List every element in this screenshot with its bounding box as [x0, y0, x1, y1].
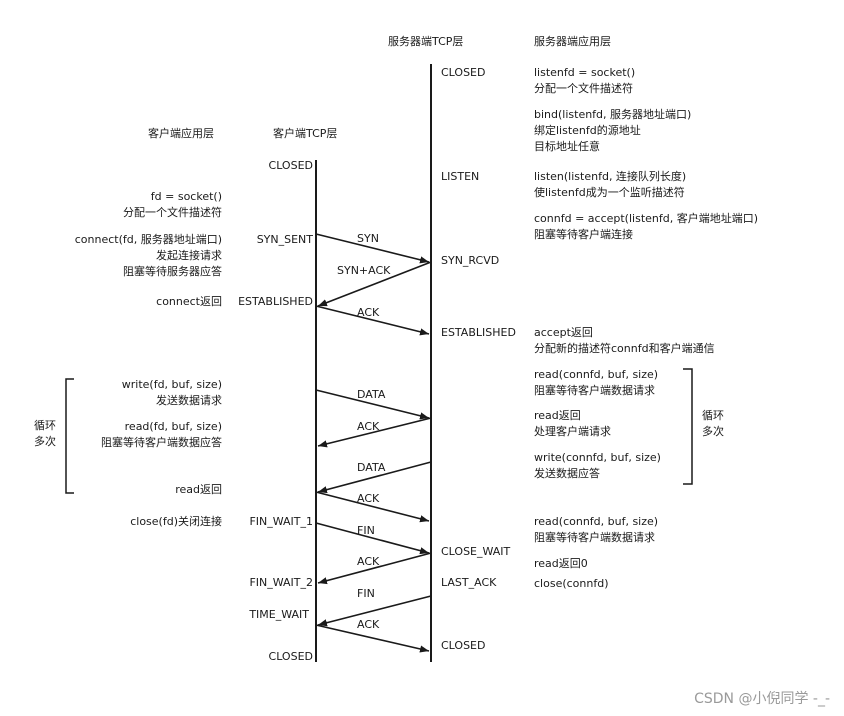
left-loop-label: 循环 多次 [34, 419, 56, 448]
arrow-data-1 [315, 389, 430, 420]
arrow-ack-1 [317, 417, 432, 448]
message-ack-3: ACK [357, 555, 380, 568]
client-state-time-wait: TIME_WAIT [249, 608, 309, 621]
server-app-socket: listenfd = socket() 分配一个文件描述符 [534, 66, 636, 95]
message-syn: SYN [357, 232, 379, 245]
message-fin-2: FIN [357, 587, 375, 600]
server-app-read-zero: read返回0 [534, 557, 588, 570]
client-app-write: write(fd, buf, size) 发送数据请求 [121, 378, 222, 407]
server-app-close: close(connfd) [534, 577, 609, 590]
header-server-tcp: 服务器端TCP层 [388, 35, 464, 48]
message-data-1: DATA [357, 388, 386, 401]
message-syn-ack: SYN+ACK [337, 264, 391, 277]
message-data-2: DATA [357, 461, 386, 474]
client-app-connect-return: connect返回 [156, 295, 222, 308]
arrow-data-2 [317, 461, 432, 494]
message-ack-1: ACK [357, 420, 380, 433]
client-state-syn-sent: SYN_SENT [256, 233, 313, 246]
client-app-close: close(fd)关闭连接 [130, 515, 222, 528]
client-app-connect: connect(fd, 服务器地址端口) 发起连接请求 阻塞等待服务器应答 [74, 233, 222, 278]
server-state-syn-rcvd: SYN_RCVD [441, 254, 500, 267]
server-state-closed-top: CLOSED [441, 66, 486, 79]
right-loop-label: 循环 多次 [702, 409, 724, 438]
arrow-ack-4 [315, 624, 430, 653]
client-app-read: read(fd, buf, size) 阻塞等待客户端数据应答 [101, 420, 222, 449]
arrow-syn [315, 233, 430, 264]
arrow-fin-1 [315, 522, 430, 555]
client-state-fin-wait-2: FIN_WAIT_2 [249, 576, 313, 589]
arrow-ack-handshake [315, 305, 430, 336]
arrow-syn-ack [317, 261, 432, 307]
server-state-listen: LISTEN [441, 170, 480, 183]
arrow-ack-2 [315, 491, 430, 523]
arrow-ack-3 [317, 552, 432, 585]
server-app-read-return: read返回 处理客户端请求 [534, 409, 611, 438]
client-state-established: ESTABLISHED [238, 295, 313, 308]
server-state-close-wait: CLOSE_WAIT [441, 545, 511, 558]
header-server-app: 服务器端应用层 [534, 35, 611, 48]
right-loop-bracket [683, 368, 693, 485]
server-state-established: ESTABLISHED [441, 326, 516, 339]
message-ack-4: ACK [357, 618, 380, 631]
client-app-read-return: read返回 [175, 483, 222, 496]
header-client-tcp: 客户端TCP层 [273, 127, 338, 140]
server-app-bind: bind(listenfd, 服务器地址端口) 绑定listenfd的源地址 目… [534, 108, 692, 153]
arrow-fin-2 [317, 595, 432, 627]
server-app-accept: connfd = accept(listenfd, 客户端地址端口) 阻塞等待客… [534, 212, 759, 241]
header-client-app: 客户端应用层 [148, 127, 214, 140]
csdn-watermark: CSDN @小倪同学 -_- [694, 691, 830, 707]
client-app-socket: fd = socket() 分配一个文件描述符 [123, 190, 222, 219]
left-loop-bracket [65, 378, 74, 494]
message-ack-handshake: ACK [357, 306, 380, 319]
server-app-read-final: read(connfd, buf, size) 阻塞等待客户端数据请求 [534, 515, 659, 544]
message-fin-1: FIN [357, 524, 375, 537]
server-app-write: write(connfd, buf, size) 发送数据应答 [534, 451, 661, 480]
client-state-closed-top: CLOSED [268, 159, 313, 172]
client-state-fin-wait-1: FIN_WAIT_1 [249, 515, 313, 528]
client-state-closed-bottom: CLOSED [268, 650, 313, 663]
server-state-last-ack: LAST_ACK [441, 576, 497, 589]
server-app-accept-return: accept返回 分配新的描述符connfd和客户端通信 [534, 326, 715, 355]
server-app-read: read(connfd, buf, size) 阻塞等待客户端数据请求 [534, 368, 659, 397]
server-state-closed-bottom: CLOSED [441, 639, 486, 652]
server-app-listen: listen(listenfd, 连接队列长度) 使listenfd成为一个监听… [534, 170, 687, 199]
message-ack-2: ACK [357, 492, 380, 505]
